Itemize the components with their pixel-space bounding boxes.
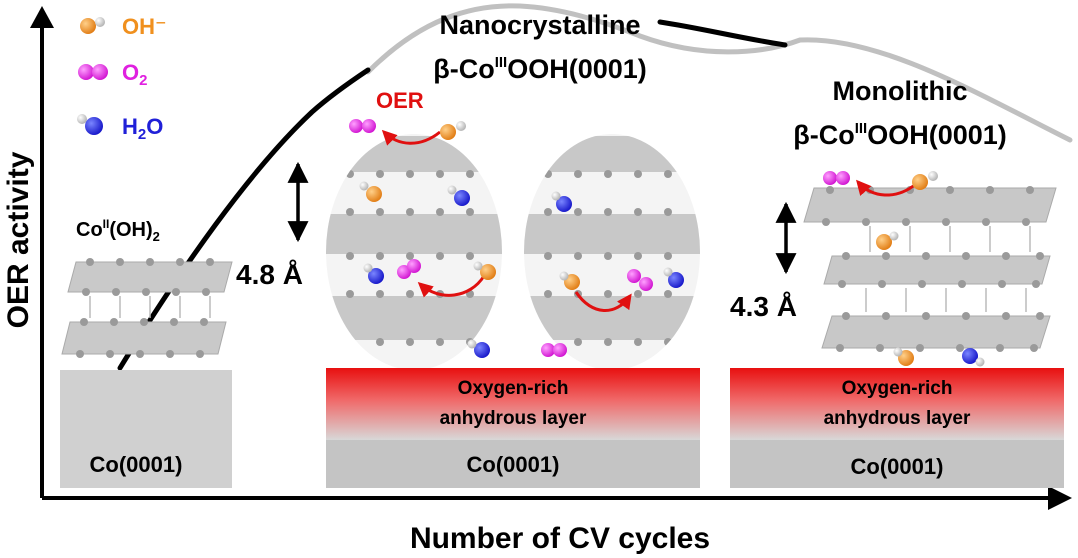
hydroxide-slab-bottom <box>61 321 227 355</box>
legend: OH⁻ O2 H2O <box>77 14 167 143</box>
mono-oh-bottom <box>893 347 914 366</box>
nano-o2-top <box>349 119 376 133</box>
mono-slab-1 <box>803 187 1057 223</box>
nano-substrate <box>326 440 700 488</box>
nano-title-line2: β-CoIIIOOH(0001) <box>433 54 647 84</box>
axes: OER activity Number of CV cycles <box>2 6 1072 555</box>
nano-o2-right <box>627 269 653 291</box>
curve-solid-peak <box>657 19 788 48</box>
nano-o2-bottom <box>541 343 567 357</box>
nano-layer-line1: Oxygen-rich <box>458 378 569 399</box>
nano-oh-2 <box>473 261 496 280</box>
nano-h2o-3 <box>467 339 490 358</box>
nano-h2o-4 <box>551 191 572 212</box>
legend-h2o-icon <box>77 114 103 135</box>
nano-h2o-1 <box>447 185 470 206</box>
mono-oh-mid <box>876 231 899 250</box>
mono-interlayer-h <box>865 226 1031 312</box>
nano-oxygen-layer <box>326 368 700 440</box>
curve-fade-segment <box>365 3 1073 143</box>
oer-arrow-grain-right <box>574 291 632 312</box>
hydroxide-interlayer-h <box>89 296 211 318</box>
mono-oer-arrow <box>856 179 917 197</box>
oer-label: OER <box>376 88 424 113</box>
hydroxide-substrate-label: Co(0001) <box>90 452 183 477</box>
hydroxide-atoms <box>76 258 214 358</box>
mono-layer-line1: Oxygen-rich <box>842 378 953 399</box>
nano-o2-mid <box>397 259 421 279</box>
mono-title-line1: Monolithic <box>833 76 968 106</box>
mono-substrate-label: Co(0001) <box>851 454 944 479</box>
mono-layer-line2: anhydrous layer <box>824 408 971 429</box>
oer-arrow-top <box>381 129 441 146</box>
mono-h2o-bottom <box>962 348 985 367</box>
nano-substrate-label: Co(0001) <box>467 452 560 477</box>
mono-spacing-label: 4.3 Å <box>730 291 797 322</box>
nano-spacing-label: 4.8 Å <box>236 259 303 290</box>
x-axis-label: Number of CV cycles <box>410 522 710 555</box>
legend-h2o-label: H2O <box>122 114 163 143</box>
hydroxide-slab-top <box>67 261 233 293</box>
mono-oxygen-layer <box>730 368 1064 440</box>
legend-o2-label: O2 <box>122 60 147 89</box>
activity-curve <box>117 3 1073 371</box>
y-axis-label: OER activity <box>2 151 35 328</box>
hydroxide-label: CoII(OH)2 <box>76 217 160 244</box>
mono-slab-2 <box>823 255 1051 285</box>
mono-substrate <box>730 440 1064 488</box>
mono-slab-3 <box>821 315 1051 349</box>
nano-title-line1: Nanocrystalline <box>439 10 640 40</box>
nano-oh-1 <box>359 181 382 202</box>
nanocrystal-grain-right <box>524 134 700 370</box>
legend-oh-label: OH⁻ <box>122 14 167 39</box>
mono-title-line2: β-CoIIIOOH(0001) <box>793 120 1007 150</box>
phase-hydroxide: CoII(OH)2 Co(0001) <box>60 217 233 488</box>
legend-oh-icon <box>80 17 105 34</box>
mono-atoms <box>822 186 1044 352</box>
curve-solid-rise <box>117 67 371 371</box>
mono-oh-top <box>912 171 938 190</box>
phase-nanocrystalline: Nanocrystalline β-CoIIIOOH(0001) <box>236 10 700 488</box>
mono-o2-top <box>823 171 850 185</box>
nano-oh-top <box>440 121 466 140</box>
hydroxide-substrate <box>60 370 232 488</box>
nano-h2o-5 <box>663 267 684 288</box>
nano-h2o-2 <box>363 263 384 284</box>
y-axis-arrowhead <box>30 6 54 28</box>
legend-o2-icon <box>78 64 108 80</box>
x-axis-arrowhead <box>1048 486 1072 510</box>
phase-monolithic: Monolithic β-CoIIIOOH(0001) 4.3 Å Oxygen… <box>730 76 1064 488</box>
oer-arrow-grain-left <box>417 275 486 298</box>
nano-oh-3 <box>559 271 580 290</box>
nanocrystal-grain-left <box>326 134 502 370</box>
nano-layer-line2: anhydrous layer <box>440 408 587 429</box>
